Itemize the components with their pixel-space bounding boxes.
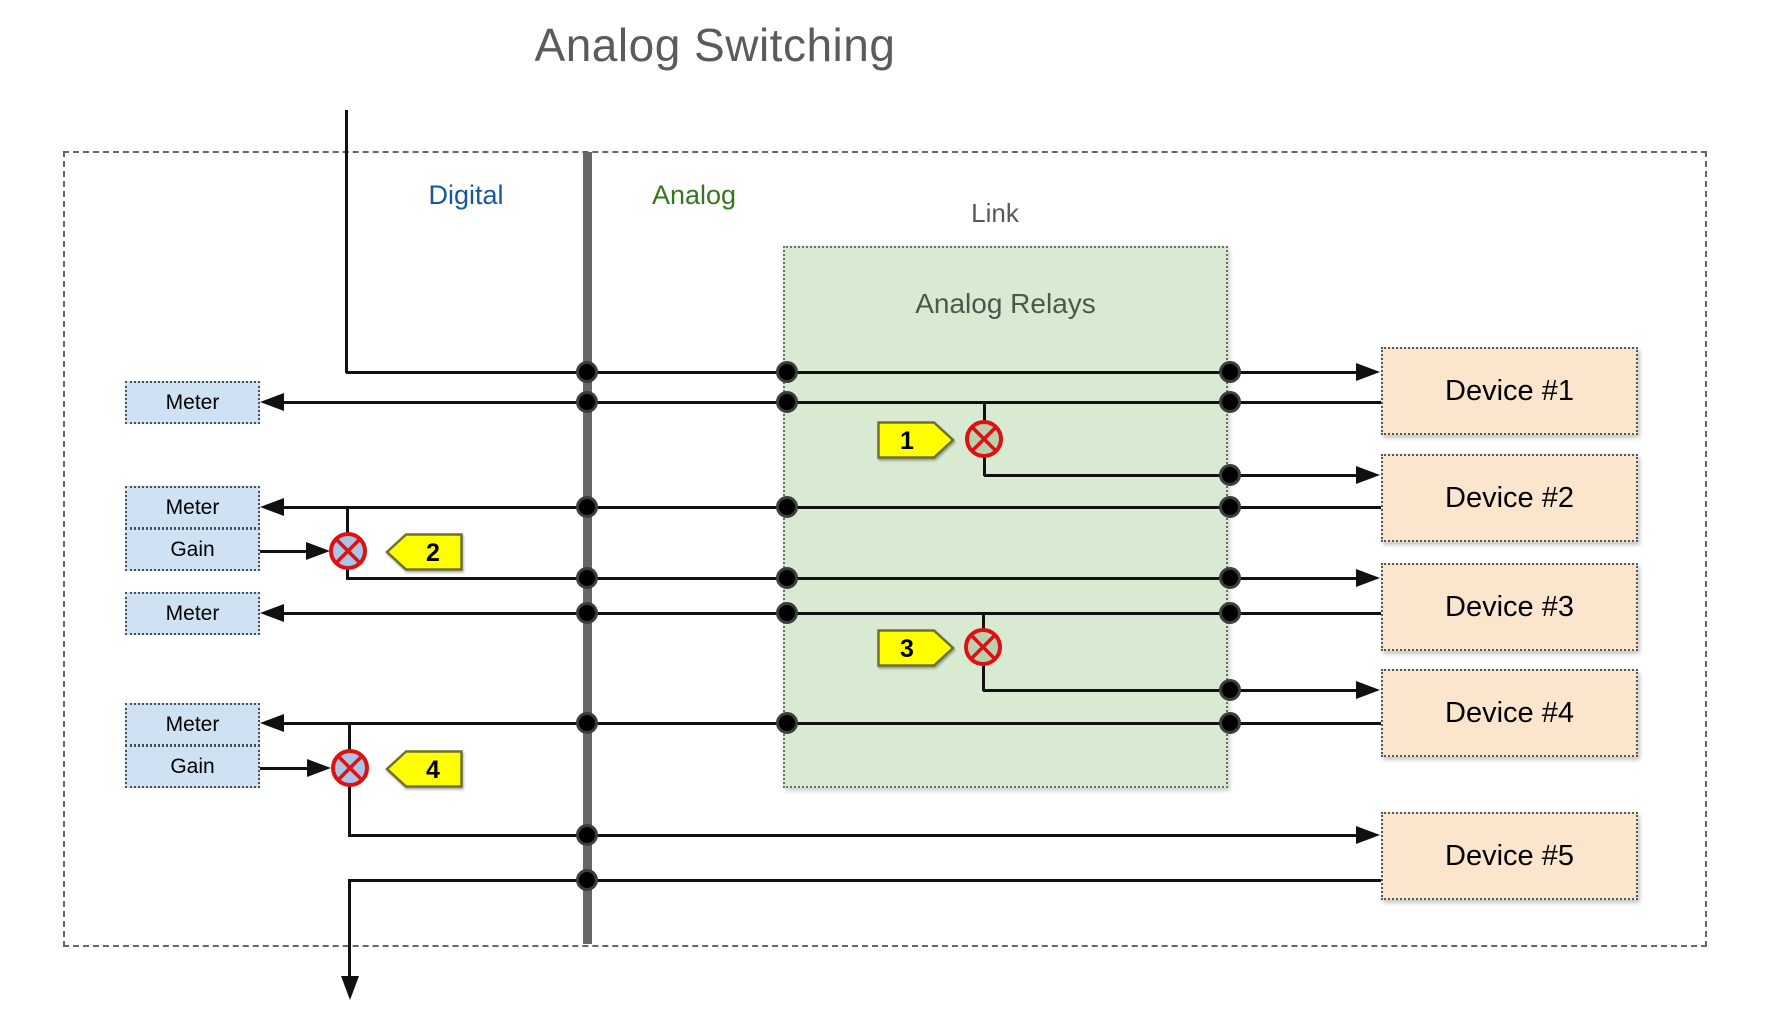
link-label: Link: [971, 198, 1019, 228]
device-5-box: Device #5: [1381, 812, 1638, 900]
arrowhead-device3-in-icon: [1356, 569, 1380, 587]
wire-gain4-to-relay4: [260, 767, 309, 770]
device-4-box: Device #4: [1381, 669, 1638, 757]
connection-dot: [576, 869, 598, 891]
system-boundary-box: [63, 151, 1707, 947]
relay-1-crossed-circle-icon: [965, 420, 1003, 458]
relay-3-crossed-circle-icon: [964, 628, 1002, 666]
connection-dot: [576, 391, 598, 413]
gain-4-box: Gain: [125, 745, 260, 788]
meter-4-box: Meter: [125, 703, 260, 746]
digital-analog-divider: [583, 152, 592, 944]
arrowhead-device1-in-icon: [1356, 363, 1380, 381]
connection-dot: [576, 602, 598, 624]
device-1-box: Device #1: [1381, 347, 1638, 435]
wire-relay1-to-device2: [984, 474, 1356, 477]
meter-1-box: Meter: [125, 381, 260, 424]
arrowhead-meter4-icon: [260, 714, 284, 732]
arrowhead-bottom-output-icon: [341, 976, 359, 1000]
wire-relay2-to-device3: [346, 577, 1356, 580]
connection-dot: [776, 567, 798, 589]
arrowhead-device5-in-icon: [1356, 826, 1380, 844]
device-4-label: Device #4: [1445, 696, 1574, 729]
device-3-box: Device #3: [1381, 563, 1638, 651]
gain-4-label: Gain: [170, 754, 215, 778]
wire-device1-in: [346, 371, 1358, 374]
connection-dot: [1219, 361, 1241, 383]
connection-dot: [776, 361, 798, 383]
arrowhead-meter3-icon: [260, 604, 284, 622]
device-2-label: Device #2: [1445, 481, 1574, 514]
connection-dot: [1219, 567, 1241, 589]
connection-dot: [1219, 712, 1241, 734]
arrowhead-device4-in-icon: [1356, 681, 1380, 699]
connection-dot: [576, 361, 598, 383]
wire-bottom-output: [348, 879, 351, 978]
wire-relay3-to-device4: [983, 689, 1356, 692]
relay-tag-2: 2: [385, 533, 463, 571]
gain-2-label: Gain: [170, 537, 215, 561]
arrowhead-meter1-icon: [260, 393, 284, 411]
connection-dot: [1219, 464, 1241, 486]
meter-3-label: Meter: [165, 601, 220, 625]
wire-device1-out-to-meter1: [282, 401, 1381, 404]
meter-4-label: Meter: [165, 712, 220, 736]
meter-1-label: Meter: [165, 390, 220, 414]
meter-2-label: Meter: [165, 495, 220, 519]
relay-tag-4: 4: [385, 750, 463, 788]
device-1-label: Device #1: [1445, 374, 1574, 407]
svg-text:3: 3: [900, 635, 914, 663]
gain-2-box: Gain: [125, 528, 260, 571]
relay-4-crossed-circle-icon: [331, 749, 369, 787]
svg-text:4: 4: [426, 756, 440, 784]
svg-text:1: 1: [900, 427, 914, 455]
wire-device4-out-to-meter4: [282, 722, 1381, 725]
arrowhead-gain4-icon: [307, 759, 331, 777]
meter-3-box: Meter: [125, 592, 260, 635]
relay-tag-3: 3: [877, 629, 955, 667]
connection-dot: [576, 824, 598, 846]
connection-dot: [576, 712, 598, 734]
meter-2-box: Meter: [125, 486, 260, 529]
diagram-title: Analog Switching: [534, 19, 896, 71]
connection-dot: [1219, 602, 1241, 624]
analog-relays-box: [783, 246, 1228, 788]
digital-zone-label: Digital: [428, 180, 504, 210]
wire-device3-out-to-meter3: [282, 612, 1381, 615]
analog-relays-label: Analog Relays: [915, 288, 1096, 319]
relay-2-crossed-circle-icon: [329, 532, 367, 570]
connection-dot: [1219, 391, 1241, 413]
connection-dot: [776, 712, 798, 734]
wire-gain2-to-relay2: [260, 550, 308, 553]
wire-device5-out: [348, 879, 1381, 882]
connection-dot: [776, 496, 798, 518]
connection-dot: [776, 391, 798, 413]
svg-text:2: 2: [426, 539, 440, 567]
connection-dot: [1219, 496, 1241, 518]
arrowhead-meter2-icon: [260, 498, 284, 516]
wire-device2-out-to-meter2: [282, 506, 1381, 509]
device-3-label: Device #3: [1445, 590, 1574, 623]
wire-top-input: [345, 110, 348, 373]
device-5-label: Device #5: [1445, 839, 1574, 872]
connection-dot: [576, 567, 598, 589]
wire-relay4-to-device5: [348, 834, 1356, 837]
device-2-box: Device #2: [1381, 454, 1638, 542]
connection-dot: [776, 602, 798, 624]
arrowhead-device2-in-icon: [1356, 466, 1380, 484]
arrowhead-gain2-icon: [306, 542, 330, 560]
connection-dot: [1219, 679, 1241, 701]
analog-zone-label: Analog: [651, 180, 737, 210]
connection-dot: [576, 496, 598, 518]
relay-tag-1: 1: [877, 421, 955, 459]
